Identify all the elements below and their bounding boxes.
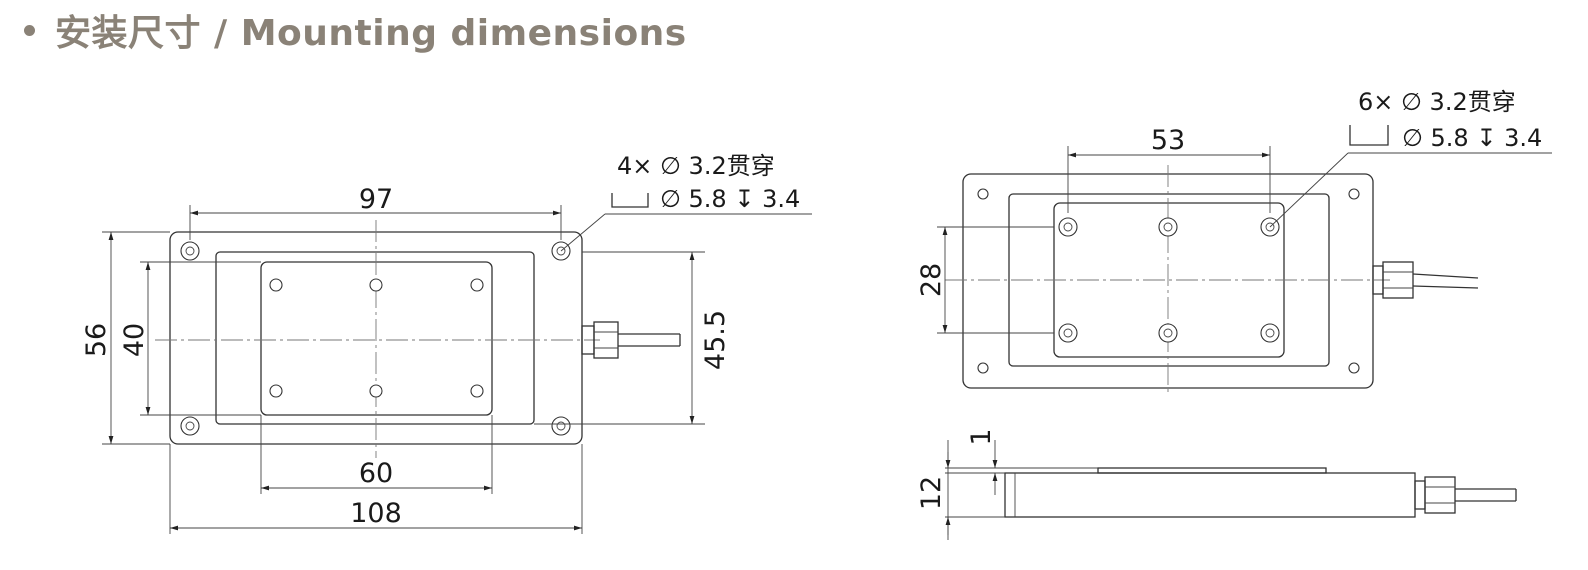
right-counterbored-holes (1058, 217, 1280, 343)
left-hole-note-line2: ∅ 5.8 ↧ 3.4 (660, 185, 800, 213)
right-hole-callout: 6× ∅ 3.2贯穿 ∅ 5.8 ↧ 3.4 (1269, 88, 1552, 228)
right-corner-holes (977, 188, 1360, 374)
side-plate (1097, 467, 1327, 474)
bullet-icon (24, 24, 35, 36)
dim-28-label: 28 (916, 263, 947, 297)
right-hole-note-line1: 6× ∅ 3.2贯穿 (1358, 88, 1516, 116)
right-cable-gland (1372, 261, 1479, 299)
dim-60-label: 60 (359, 458, 393, 489)
side-view: 1 12 (916, 428, 1517, 540)
left-view: 97 108 60 56 40 45.5 4× ∅ 3.2贯穿 ∅ 5.8 ↧ … (81, 152, 812, 534)
dim-56-label: 56 (81, 323, 112, 357)
dim-40-label: 40 (119, 323, 150, 357)
side-body (1004, 472, 1416, 518)
left-inner-frame (215, 251, 535, 425)
left-cable-gland (581, 321, 681, 359)
dim-45-5-label: 45.5 (700, 310, 731, 370)
side-cable-gland (1414, 476, 1517, 514)
dim-53-label: 53 (1151, 125, 1185, 156)
left-hole-callout: 4× ∅ 3.2贯穿 ∅ 5.8 ↧ 3.4 (560, 152, 812, 252)
right-view: 53 28 6× ∅ 3.2贯穿 ∅ 5.8 ↧ 3.4 (916, 88, 1552, 395)
dim-1-label: 1 (966, 428, 997, 445)
right-hole-note-line2: ∅ 5.8 ↧ 3.4 (1402, 124, 1542, 152)
left-sensor-plate (260, 261, 493, 416)
dim-97-label: 97 (359, 184, 393, 215)
left-plate-holes (269, 278, 484, 398)
left-hole-note-line1: 4× ∅ 3.2贯穿 (617, 152, 775, 180)
section-header: 安装尺寸 / Mounting dimensions (18, 6, 687, 54)
left-mount-holes (180, 241, 571, 436)
dim-108-label: 108 (350, 498, 402, 529)
section-title: 安装尺寸 / Mounting dimensions (55, 13, 687, 54)
dim-12-label: 12 (916, 476, 947, 510)
